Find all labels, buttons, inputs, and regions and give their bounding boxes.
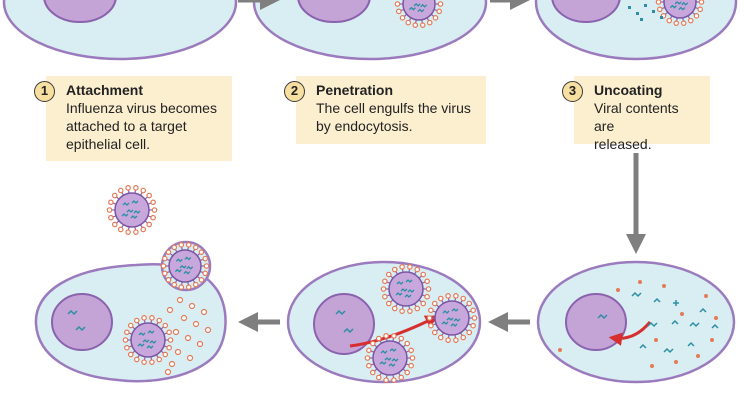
released-fragments (628, 4, 663, 21)
virus-released (106, 185, 158, 235)
step-3-box: Uncoating Viral contents are released. (574, 76, 710, 152)
step-1-box: Attachment Influenza virus becomes attac… (46, 76, 232, 161)
step-2-description: The cell engulfs the virus by endocytosi… (316, 100, 471, 134)
step-1-number-badge: 1 (34, 81, 55, 102)
step-2-number-badge: 2 (284, 81, 305, 102)
cytoplasm-dots (164, 296, 212, 376)
cell-bottom-middle (286, 260, 482, 384)
step-2-box: Penetration The cell engulfs the virus b… (296, 76, 486, 144)
virus-assembling-right (426, 293, 478, 343)
step-2-title: Penetration (316, 82, 394, 98)
virus-entering (394, 0, 444, 28)
cell-bottom-left (34, 240, 227, 383)
step-3-title: Uncoating (594, 82, 663, 98)
viral-rna-fragments (631, 291, 719, 354)
step-1-description: Influenza virus becomes attached to a ta… (66, 100, 217, 152)
virus-assembling-bottom (364, 333, 416, 383)
arrow-nuclear-import (608, 321, 652, 346)
step-1-title: Attachment (66, 82, 144, 98)
virus-in-cytoplasm (122, 315, 174, 365)
step-3-number-badge: 3 (562, 81, 583, 102)
virus-budding (160, 242, 210, 290)
cell-step-3 (534, 0, 738, 61)
cell-bottom-right (536, 260, 736, 384)
capsid-fragments (558, 280, 718, 368)
virus-uncoating (655, 0, 705, 26)
cell-step-2 (252, 0, 488, 61)
step-3-description: Viral contents are released. (594, 100, 679, 152)
cell-step-1 (2, 0, 238, 61)
virus-assembling-top (380, 264, 432, 314)
